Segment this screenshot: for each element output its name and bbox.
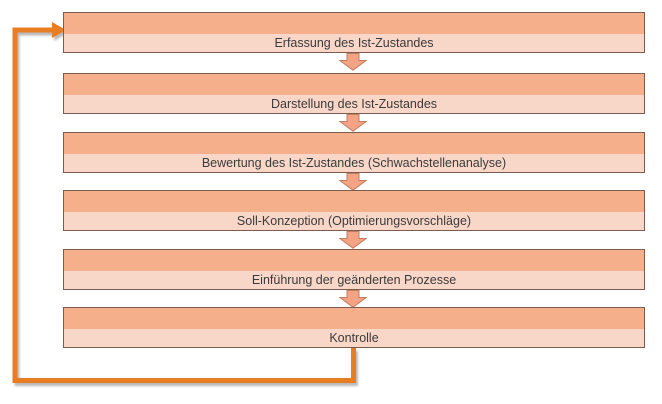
step-top-band [64,74,644,95]
process-step-soll-konzeption: Soll-Konzeption (Optimierungsvorschläge) [63,190,645,231]
step-top-band [64,250,644,271]
step-label: Einführung der geänderten Prozesse [251,273,457,287]
down-arrow-icon [339,173,367,191]
process-step-erfassung: Erfassung des Ist-Zustandes [63,12,645,53]
process-step-bewertung: Bewertung des Ist-Zustandes (Schwachstel… [63,132,645,173]
step-top-band [64,13,644,34]
step-label-band: Erfassung des Ist-Zustandes [64,34,644,52]
step-label: Kontrolle [329,331,379,345]
process-step-kontrolle: Kontrolle [63,307,645,348]
down-arrow-icon [339,290,367,308]
step-label: Bewertung des Ist-Zustandes (Schwachstel… [201,156,507,170]
step-top-band [64,191,644,212]
step-top-band [64,133,644,154]
step-label-band: Soll-Konzeption (Optimierungsvorschläge) [64,212,644,230]
step-label-band: Bewertung des Ist-Zustandes (Schwachstel… [64,154,644,172]
step-top-band [64,308,644,329]
step-label-band: Darstellung des Ist-Zustandes [64,95,644,113]
down-arrow-icon [339,53,367,71]
step-label: Soll-Konzeption (Optimierungsvorschläge) [236,214,472,228]
step-label-band: Kontrolle [64,329,644,347]
step-label: Darstellung des Ist-Zustandes [270,97,438,111]
process-step-einfuehrung: Einführung der geänderten Prozesse [63,249,645,290]
down-arrow-icon [339,231,367,249]
step-label: Erfassung des Ist-Zustandes [274,36,434,50]
step-label-band: Einführung der geänderten Prozesse [64,271,644,289]
process-step-darstellung: Darstellung des Ist-Zustandes [63,73,645,114]
down-arrow-icon [339,114,367,132]
